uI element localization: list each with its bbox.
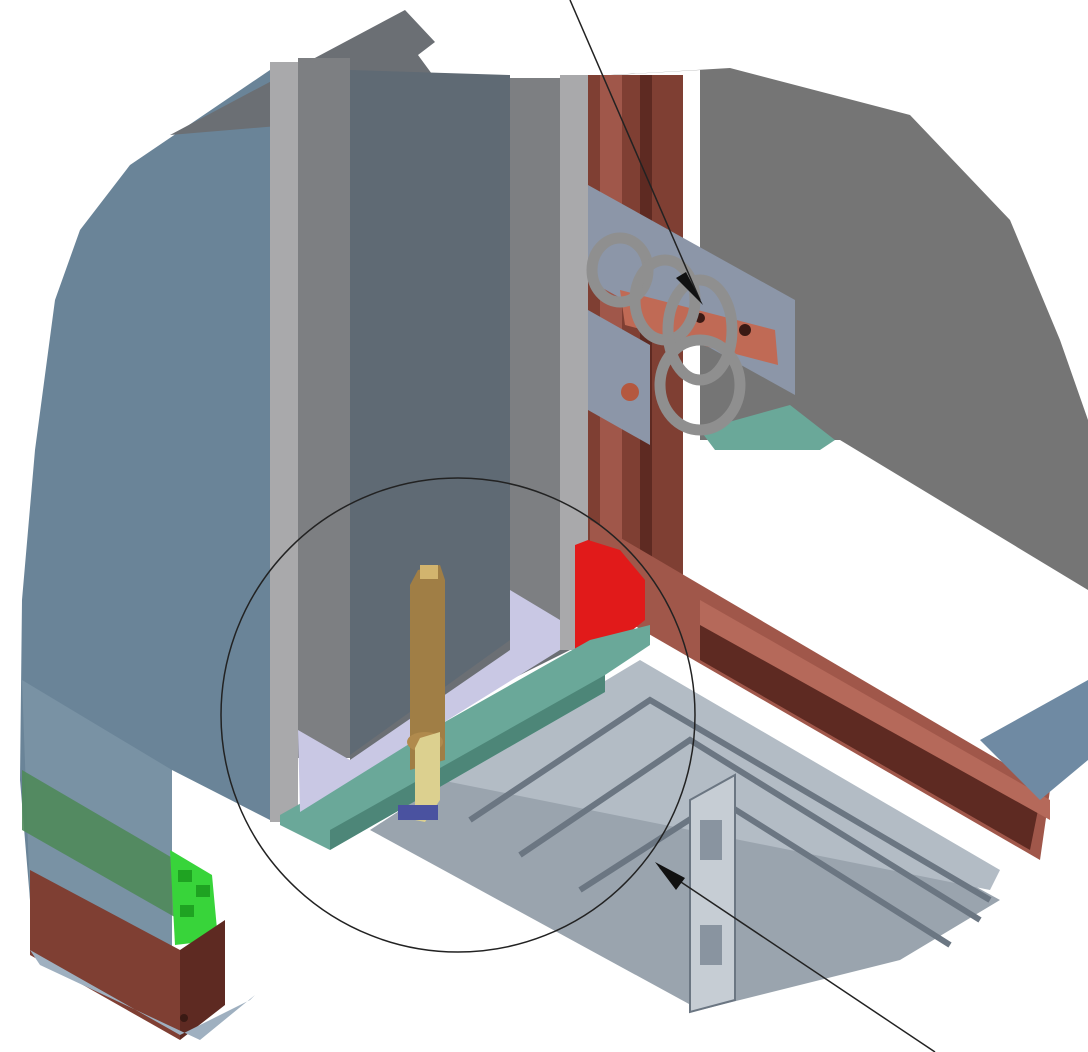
leader-line-bottom (655, 862, 936, 1052)
gasket (298, 590, 560, 812)
frame-stile-left (298, 58, 350, 758)
brass-locking-pin (398, 565, 445, 822)
right-structure (980, 680, 1088, 800)
extrusion-end-profile (689, 773, 736, 1014)
frame-stile-left-outer (270, 62, 298, 822)
spring-support-block (700, 405, 835, 450)
steel-channel-lower-left (30, 870, 255, 1040)
frame-infill (350, 70, 510, 755)
coil-spring (586, 232, 746, 436)
aluminum-extrusion (370, 660, 1000, 1014)
steel-beam (590, 520, 1050, 860)
frame-stile-right (510, 78, 560, 638)
red-bumper (575, 540, 645, 650)
teal-base-plate (280, 625, 650, 850)
detail-circle (220, 477, 696, 953)
leader-line-top (569, 0, 703, 305)
green-profile (22, 770, 218, 945)
